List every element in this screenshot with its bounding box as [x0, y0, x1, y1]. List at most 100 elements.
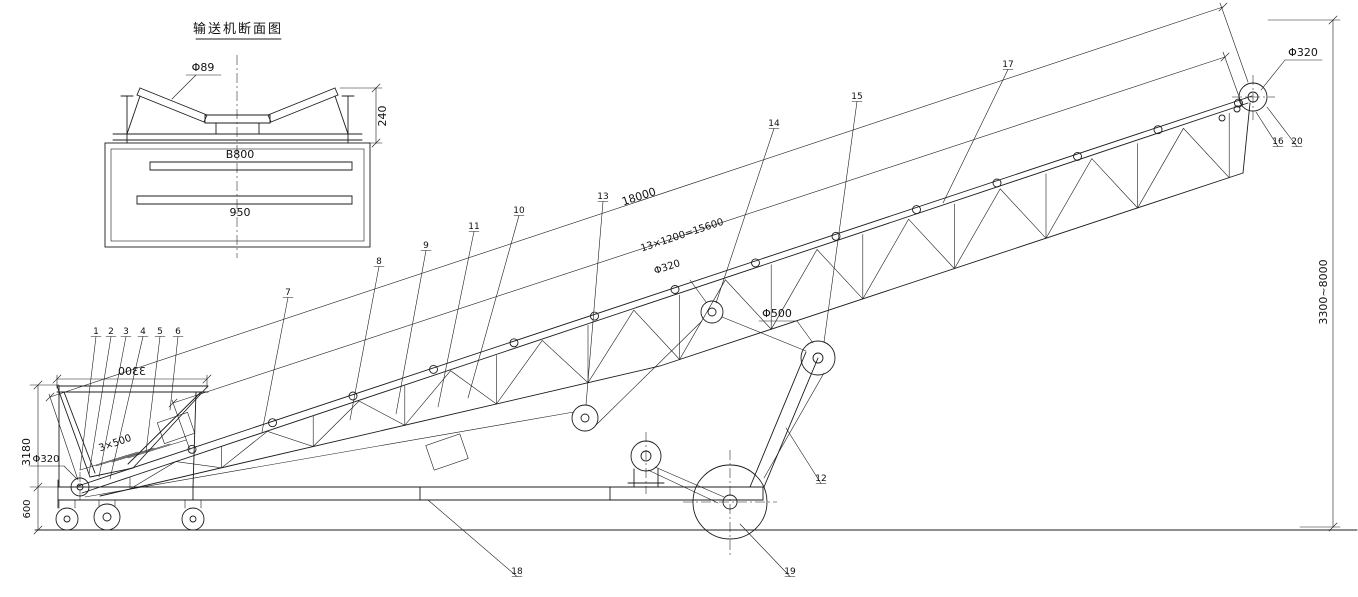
idler-roller — [670, 285, 680, 294]
idler-roller — [509, 338, 519, 348]
callout-12: 12 — [785, 427, 827, 484]
callout-leader — [585, 201, 604, 406]
callout-leader — [785, 427, 822, 484]
idler-rollers — [187, 98, 1243, 454]
hopper-width-label: 3300 — [118, 365, 146, 378]
callout-11: 11 — [437, 222, 480, 408]
callout-leader — [88, 336, 112, 475]
mid-pulley-leader — [689, 279, 707, 303]
section-title: 输送机断面图 — [193, 21, 283, 37]
callout-number: 13 — [597, 192, 608, 202]
grizzly-bars — [79, 439, 187, 471]
callout-17: 17 — [942, 60, 1014, 204]
belt-width-label: B800 — [226, 148, 255, 161]
callout-1: 1 — [79, 327, 102, 471]
frame-width-label: 950 — [230, 206, 251, 219]
callout-leader — [715, 128, 775, 304]
total-length-label: 18000 — [620, 185, 657, 208]
callout-number: 4 — [140, 327, 146, 337]
truss-bottom-chord — [99, 172, 1244, 497]
callout-3: 3 — [98, 327, 132, 478]
truss-top-chord — [81, 102, 1249, 494]
dim-hopper-width — [52, 374, 212, 389]
callout-number: 17 — [1002, 60, 1013, 70]
tail-pulley-dia-label: Φ320 — [33, 454, 60, 465]
return-belt-lines — [84, 316, 825, 498]
callout-number: 10 — [513, 206, 525, 216]
section-view: 输送机断面图 B800 950 — [104, 21, 389, 258]
callout-number: 5 — [157, 327, 163, 337]
callout-leader — [942, 69, 1009, 204]
hopper-grizzly-label: 3×500 — [97, 433, 133, 454]
bend-pulley-leader — [758, 320, 814, 344]
callout-leader — [98, 336, 127, 478]
drive-belt-lines — [647, 466, 725, 504]
mid-pulley-dia-label: Φ320 — [653, 258, 682, 277]
dim-total-length — [45, 2, 1249, 481]
callout-number: 3 — [123, 327, 129, 337]
belt-cleaner-box — [425, 433, 469, 471]
callout-2: 2 — [88, 327, 117, 475]
callout-4: 4 — [109, 327, 149, 480]
callout-number: 18 — [511, 567, 523, 577]
callout-leader — [395, 250, 427, 415]
callout-13: 13 — [585, 192, 609, 406]
callout-leader — [109, 336, 144, 480]
idler-roller — [1153, 125, 1163, 135]
section-frame-box — [104, 142, 371, 248]
main-view: 18000 13×1200=15600 Φ320 Φ500 Φ320 — [20, 2, 1358, 577]
lift-range-label: 3300~8000 — [1317, 259, 1330, 324]
bend-pulley-500 — [800, 340, 836, 376]
trough-height-dim — [339, 83, 383, 148]
callout-leader — [261, 297, 289, 433]
dim-left-heights — [29, 380, 60, 535]
callout-number: 7 — [285, 288, 291, 298]
callout-leader — [145, 336, 161, 453]
callout-10: 10 — [467, 206, 525, 399]
idler-roller — [1073, 151, 1082, 161]
rear-wheel — [683, 450, 777, 555]
callout-14: 14 — [715, 119, 780, 304]
callout-number: 9 — [423, 241, 429, 251]
callout-leader — [1266, 106, 1298, 147]
tail-pulley-leader — [28, 465, 78, 480]
callout-16: 16 — [1255, 111, 1284, 147]
conveyor-truss — [77, 95, 1253, 497]
tail-height-label: 3180 — [20, 438, 33, 466]
dim-lift-range — [1267, 15, 1341, 532]
callout-8: 8 — [349, 257, 385, 421]
callout-number: 20 — [1291, 137, 1303, 147]
chassis-height-label: 600 — [22, 499, 33, 518]
callout-number: 12 — [815, 474, 826, 484]
callout-leader — [437, 231, 475, 408]
trough-height-label: 240 — [376, 106, 389, 127]
roller-dia-leader — [171, 74, 222, 100]
roller-dia-label: Φ89 — [192, 61, 215, 74]
bend-pulley-dia-label: Φ500 — [762, 307, 792, 320]
belt-top-line — [77, 95, 1253, 487]
head-pulley-dia-label: Φ320 — [1288, 46, 1318, 59]
callout-number: 16 — [1272, 137, 1284, 147]
callout-18: 18 — [427, 499, 523, 577]
callout-6: 6 — [169, 327, 184, 411]
callout-15: 15 — [823, 92, 863, 343]
callout-leader — [169, 336, 179, 411]
travel-wheels — [55, 499, 205, 531]
callout-leader — [823, 101, 858, 343]
callout-number: 14 — [768, 119, 780, 129]
callout-7: 7 — [261, 288, 294, 433]
idler-roller — [1234, 98, 1243, 108]
callout-19: 19 — [739, 523, 796, 577]
callout-5: 5 — [145, 327, 166, 453]
idler-roller — [348, 391, 358, 401]
callout-leader — [1255, 111, 1279, 147]
support-leg — [749, 351, 819, 488]
callout-20: 20 — [1266, 106, 1303, 147]
head-pulley-leader — [1260, 59, 1323, 91]
idler-roller — [187, 444, 197, 454]
idler-roller — [268, 418, 277, 428]
callout-leader — [467, 215, 520, 399]
drive-motor — [627, 432, 725, 504]
callout-number: 11 — [468, 222, 479, 232]
